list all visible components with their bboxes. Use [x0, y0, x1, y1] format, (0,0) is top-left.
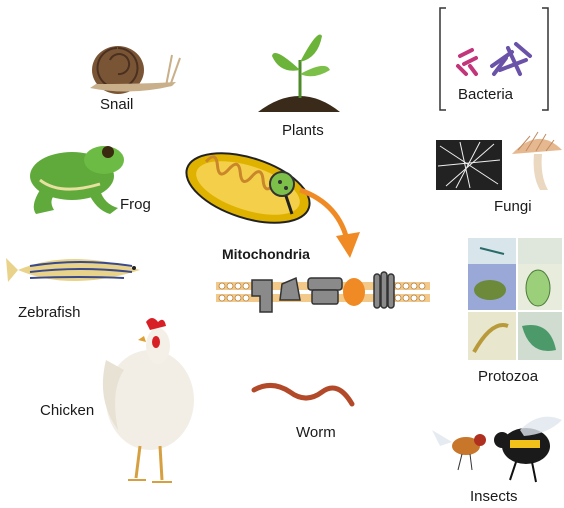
- plant-image: [258, 34, 340, 112]
- label-plants: Plants: [282, 122, 324, 139]
- insects-image: [432, 417, 562, 482]
- label-zebrafish: Zebrafish: [18, 304, 81, 321]
- label-fungi: Fungi: [494, 198, 532, 215]
- label-snail: Snail: [100, 96, 133, 113]
- label-protozoa: Protozoa: [478, 368, 538, 385]
- membrane-image: [216, 272, 430, 312]
- label-insects: Insects: [470, 488, 518, 505]
- protozoa-image: [468, 238, 562, 360]
- label-bacteria: Bacteria: [458, 86, 513, 103]
- chicken-image: [103, 318, 194, 482]
- snail-image: [90, 46, 180, 94]
- frog-image: [30, 146, 124, 214]
- mitochondrion-image: [178, 140, 318, 237]
- worm-image: [254, 385, 352, 404]
- label-worm: Worm: [296, 424, 336, 441]
- label-frog: Frog: [120, 196, 151, 213]
- label-mitochondria: Mitochondria: [222, 246, 310, 262]
- fungi-image: [436, 132, 562, 190]
- zebrafish-image: [6, 258, 140, 282]
- label-chicken: Chicken: [40, 402, 94, 419]
